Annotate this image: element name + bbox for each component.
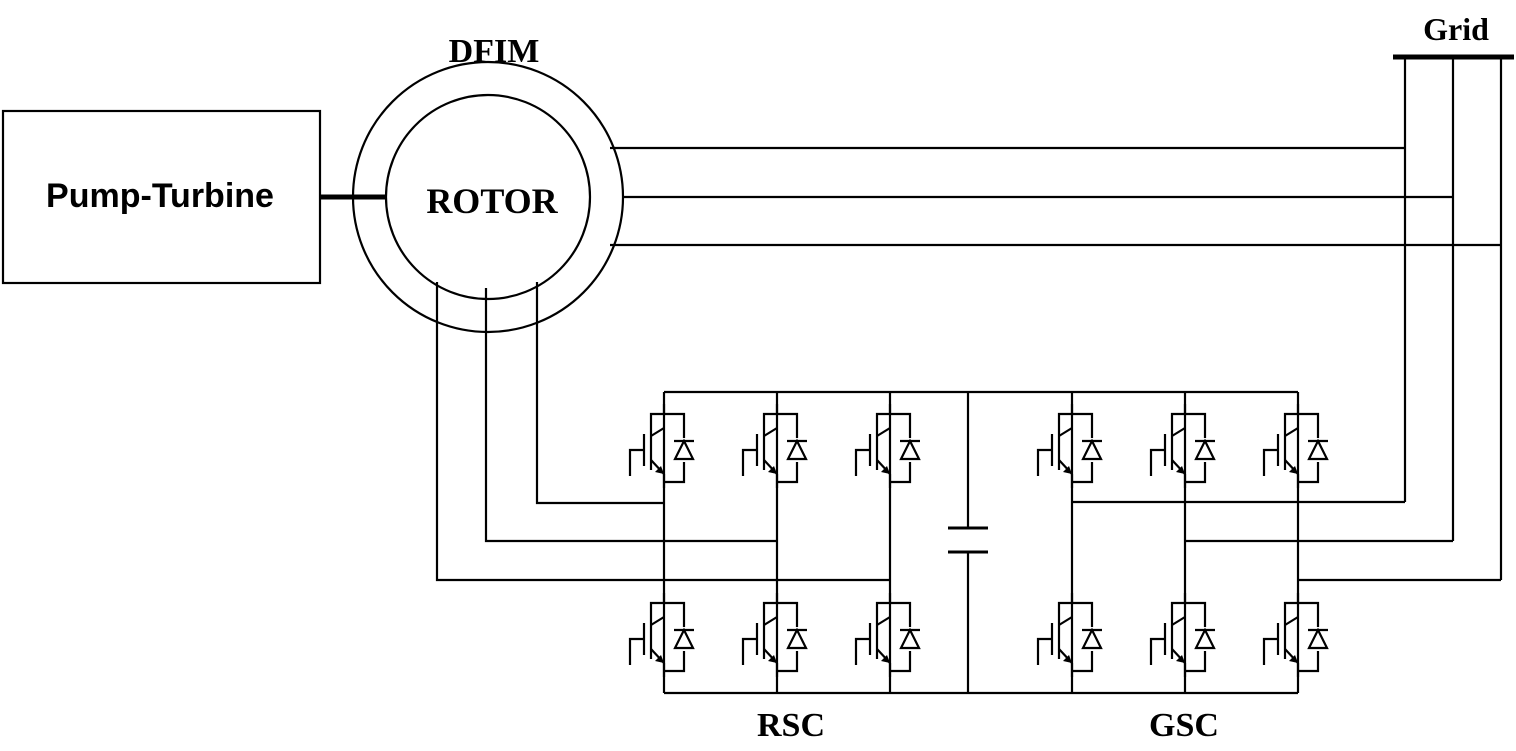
gsc-igbt-upper-c — [1262, 402, 1330, 490]
gsc-igbt-lower-a — [1036, 591, 1104, 679]
rsc-igbt-lower-c — [854, 591, 922, 679]
rsc-igbt-lower-a — [628, 591, 696, 679]
rsc-converter: RSC — [628, 392, 922, 744]
gsc-label: GSC — [1149, 707, 1219, 744]
dc-link-capacitor — [948, 392, 988, 693]
pump-turbine-block: Pump-Turbine — [1, 109, 322, 285]
rsc-igbt-upper-a — [628, 402, 696, 490]
gsc-igbt-lower-c — [1262, 591, 1330, 679]
rotor-circle — [384, 93, 592, 301]
gsc-converter: GSC — [1036, 392, 1330, 744]
rsc-label: RSC — [757, 707, 825, 744]
grid-label: Grid — [1423, 11, 1489, 47]
rsc-igbt-lower-b — [741, 591, 809, 679]
gsc-igbt-upper-a — [1036, 402, 1104, 490]
rsc-igbt-upper-c — [854, 402, 922, 490]
gsc-ac-lines — [1072, 500, 1501, 582]
gsc-igbt-upper-b — [1149, 402, 1217, 490]
dfim-label: DFIM — [449, 33, 540, 70]
rsc-igbt-upper-b — [741, 402, 809, 490]
pump-turbine-label: Pump-Turbine — [46, 177, 274, 215]
rotor-lines — [435, 282, 890, 582]
dfim-machine: DFIM ROTOR — [351, 33, 625, 334]
gsc-igbt-lower-b — [1149, 591, 1217, 679]
dc-bus — [664, 390, 1298, 695]
stator-lines — [610, 146, 1501, 247]
rotor-label: ROTOR — [426, 181, 558, 221]
grid-bus: Grid — [1393, 11, 1514, 580]
